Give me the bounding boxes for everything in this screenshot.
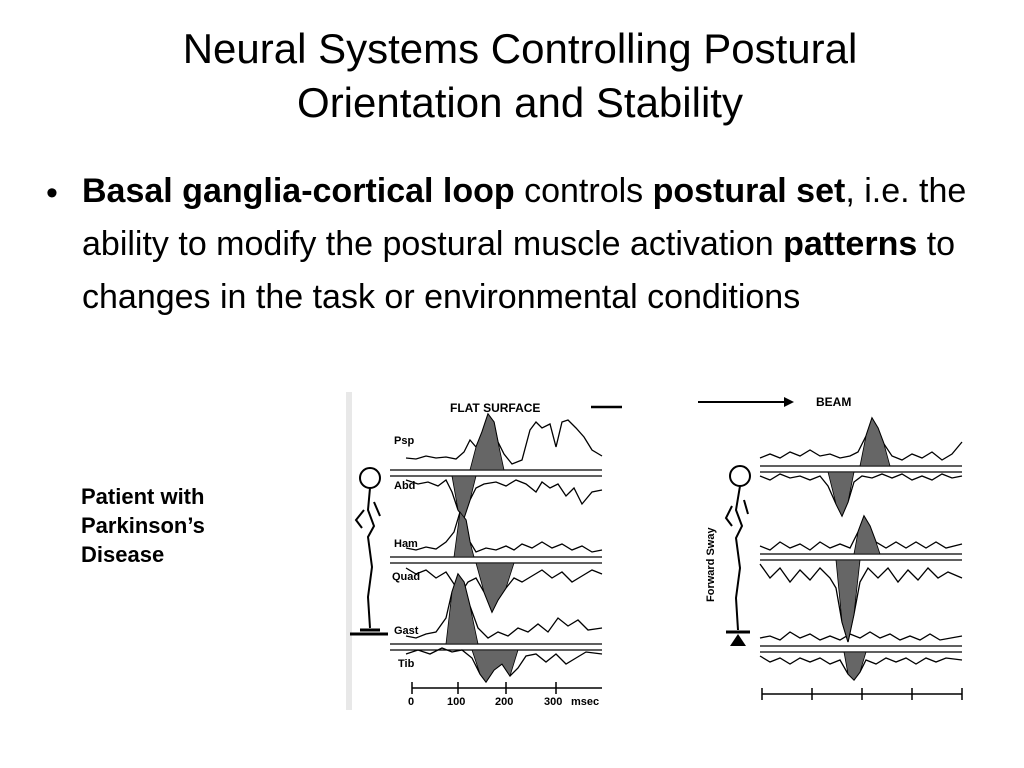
tick-200: 200 xyxy=(495,696,513,708)
beam-support-icon xyxy=(730,634,746,646)
beam-time-axis xyxy=(761,688,963,700)
title-line-2: Orientation and Stability xyxy=(297,79,743,126)
muscle-label-tib: Tib xyxy=(398,658,415,670)
beam-baselines xyxy=(760,465,962,653)
scan-edge xyxy=(346,392,352,710)
bullet-plain-1: controls xyxy=(514,172,653,210)
time-axis xyxy=(411,682,602,694)
bullet-dot-icon: • xyxy=(46,174,58,212)
bullet-bold-2: postural set xyxy=(652,172,846,210)
title-line-1: Neural Systems Controlling Postural xyxy=(182,25,858,72)
slide-title: Neural Systems Controlling Postural Orie… xyxy=(80,22,960,130)
beam-figure-icon xyxy=(724,465,751,634)
bullet-text: Basal ganglia-cortical loop controls pos… xyxy=(82,165,976,324)
bullet-bold-3: patterns xyxy=(783,225,918,263)
tick-0: 0 xyxy=(408,696,414,708)
figure-caption: Patient with Parkinson’s Disease xyxy=(81,482,205,569)
emg-figure-flat-surface: FLAT SURFACE Psp Abd Ham Quad Gast Tib xyxy=(346,392,624,710)
bullet-plain-2: , i.e. the ability to modify the postura… xyxy=(82,172,967,263)
tick-100: 100 xyxy=(447,696,465,708)
emg-traces xyxy=(405,412,603,684)
muscle-label-ham: Ham xyxy=(394,538,418,550)
caption-line-3: Disease xyxy=(81,542,165,567)
muscle-label-psp: Psp xyxy=(394,435,414,447)
arrow-right-icon xyxy=(784,397,794,407)
bullet-bold-1: Basal ganglia-cortical loop xyxy=(82,172,515,210)
muscle-label-gast: Gast xyxy=(394,625,419,637)
caption-line-2: Parkinson’s xyxy=(81,513,205,538)
beam-header: BEAM xyxy=(816,395,851,409)
emg-bursts xyxy=(445,413,519,683)
axis-unit: msec xyxy=(571,696,599,708)
muscle-label-quad: Quad xyxy=(392,571,420,583)
bullet-plain-3: to changes in the task or environmental … xyxy=(82,225,956,316)
flat-surface-header: FLAT SURFACE xyxy=(450,401,540,415)
emg-baselines xyxy=(390,469,602,651)
emg-figure-beam: BEAM Forward Sway xyxy=(696,392,966,710)
caption-line-1: Patient with xyxy=(81,484,205,509)
standing-figure-icon xyxy=(350,467,388,636)
emg-figure-beam-drawing: BEAM Forward Sway xyxy=(698,395,963,700)
muscle-label-abd: Abd xyxy=(394,480,415,492)
tick-300: 300 xyxy=(544,696,562,708)
emg-figure-flat-surface-drawing: FLAT SURFACE Psp Abd Ham Quad Gast Tib xyxy=(346,392,622,710)
beam-bursts xyxy=(827,417,891,681)
bullet-point: • Basal ganglia-cortical loop controls p… xyxy=(46,165,976,324)
forward-sway-label: Forward Sway xyxy=(705,527,717,602)
